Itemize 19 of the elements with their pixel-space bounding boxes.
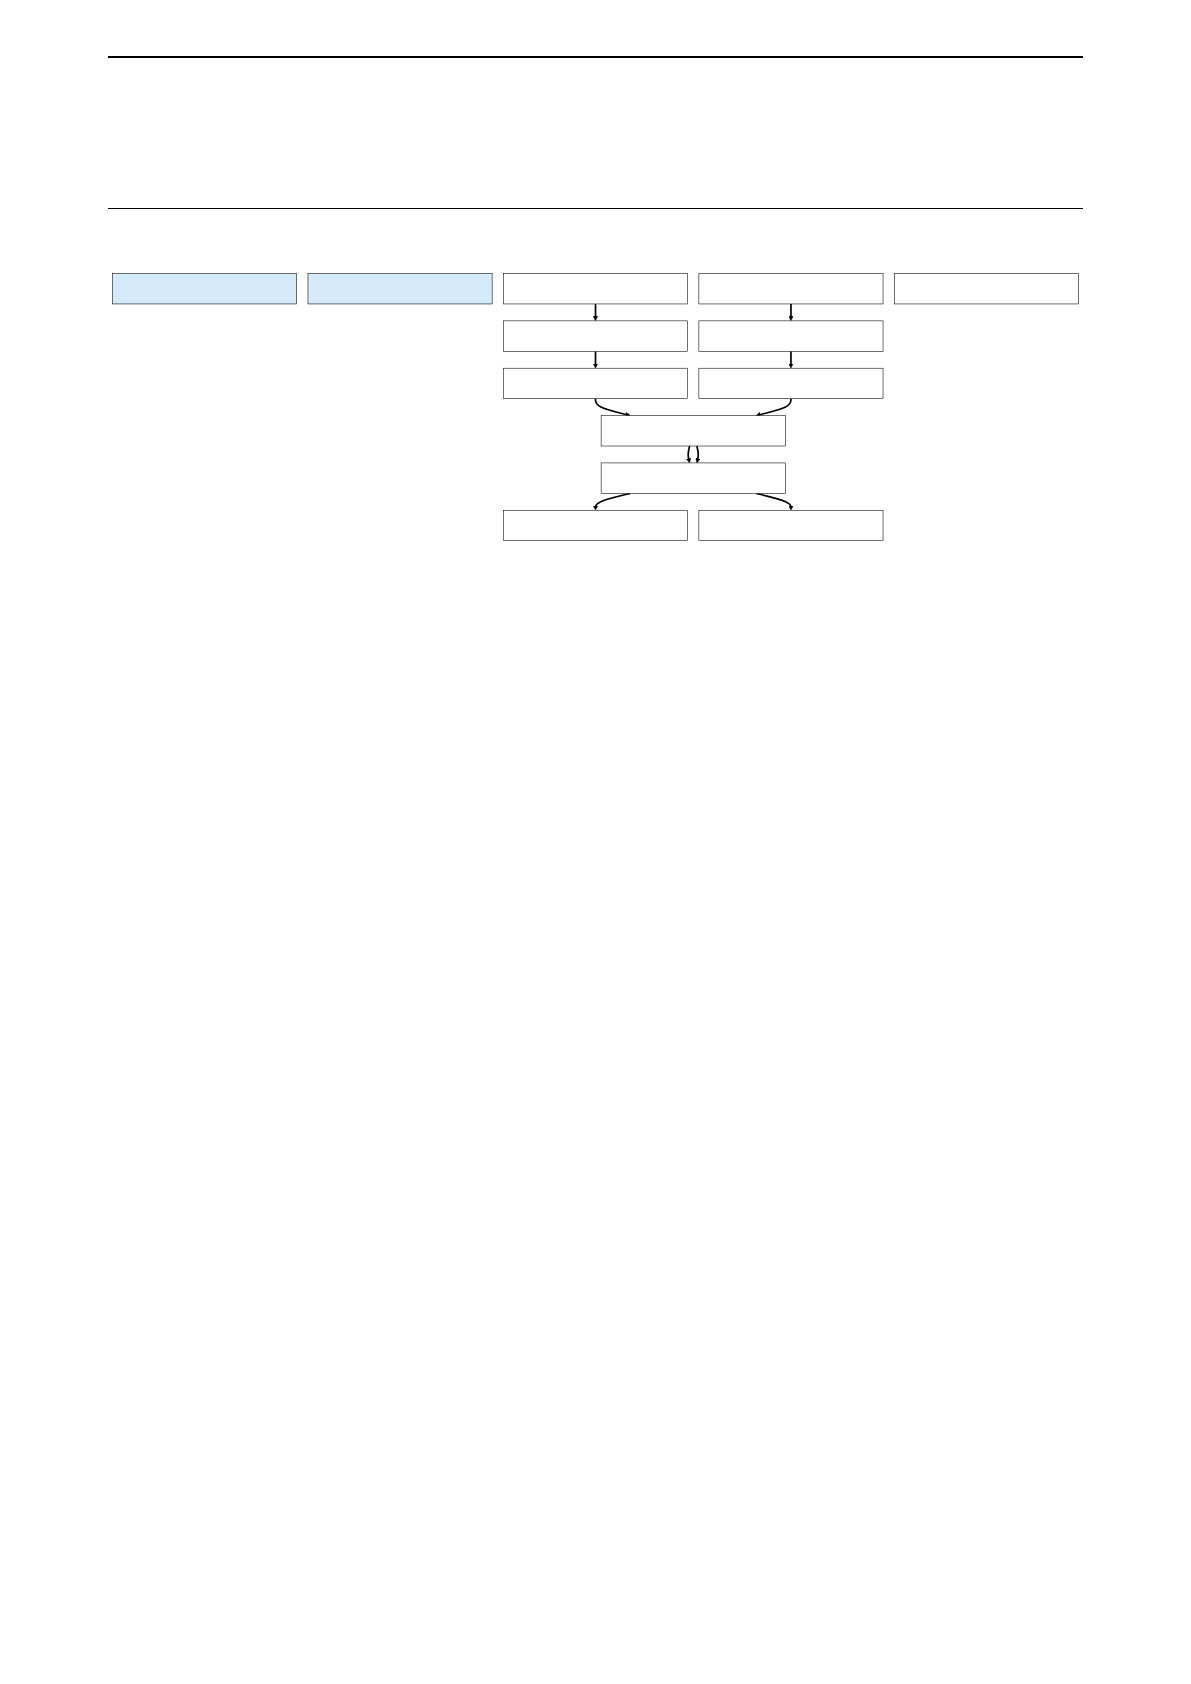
arrow bbox=[788, 350, 794, 369]
arrow bbox=[755, 397, 792, 417]
node-box bbox=[112, 273, 297, 305]
arrow bbox=[594, 397, 631, 417]
node-box bbox=[600, 462, 786, 494]
arrow bbox=[686, 445, 691, 464]
node-box bbox=[503, 367, 688, 399]
node-box bbox=[698, 273, 884, 305]
node-box bbox=[307, 273, 493, 305]
node-box bbox=[698, 510, 884, 541]
arrow bbox=[788, 303, 794, 322]
node-box bbox=[503, 510, 688, 541]
node-box bbox=[503, 320, 688, 352]
node-box bbox=[698, 320, 884, 352]
node-box bbox=[894, 273, 1079, 305]
node-box bbox=[503, 273, 688, 305]
node-box bbox=[600, 415, 786, 447]
node-box bbox=[698, 367, 884, 399]
arrow bbox=[695, 445, 701, 464]
